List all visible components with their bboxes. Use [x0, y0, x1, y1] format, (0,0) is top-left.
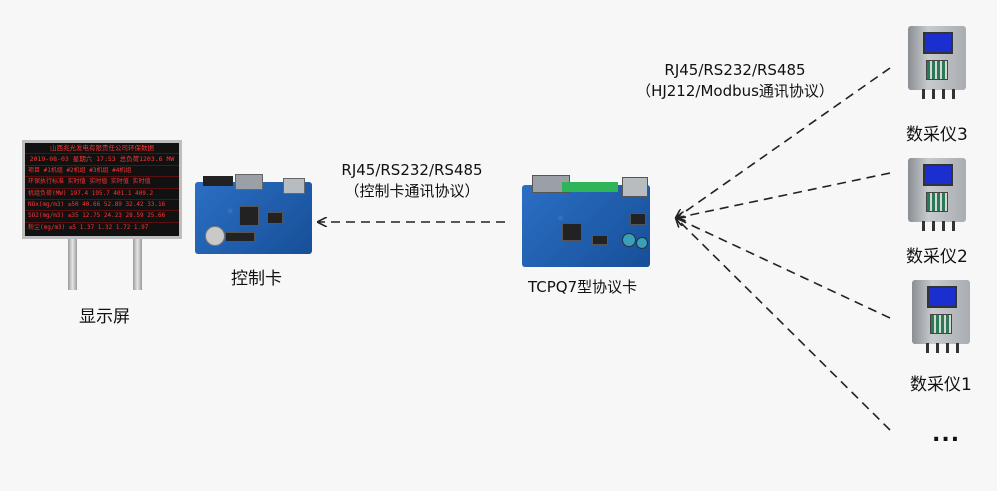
daq-cable [922, 221, 925, 231]
capacitor [622, 233, 636, 247]
daq-cable [932, 89, 935, 99]
cpu-chip [562, 223, 582, 241]
led-row: SO2(mg/m3) ≤35 12.75 24.23 28.59 25.66 [25, 211, 179, 223]
daq-screen [927, 286, 957, 308]
led-row: NOx(mg/m3) ≤50 40.66 52.89 32.42 33.16 [25, 200, 179, 212]
daq-keypad [926, 192, 948, 212]
led-subtitle: 2019-08-03 星期六 17:53 总负荷1203.6 MW [25, 154, 179, 166]
daq-cable [956, 343, 959, 353]
rj45-port [622, 177, 648, 197]
daq-protocol-line1: RJ45/RS232/RS485 [664, 61, 806, 79]
data-collector-2-image [908, 158, 966, 231]
data-collector-3-image [908, 26, 966, 99]
controller-protocol-line2: （控制卡通讯协议） [344, 182, 480, 200]
battery [205, 226, 225, 246]
controller-protocol-label: RJ45/RS232/RS485 （控制卡通讯协议） [322, 160, 502, 202]
daq-cable [952, 221, 955, 231]
serial-port [235, 174, 263, 190]
daq-protocol-line2: （HJ212/Modbus通讯协议） [636, 82, 834, 100]
led-display-screen: 山西兆光发电有限责任公司环保数据 2019-08-03 星期六 17:53 总负… [22, 140, 182, 239]
terminal-block [203, 176, 233, 186]
more-collectors-ellipsis: ... [932, 422, 961, 447]
transceiver-chip [592, 235, 608, 245]
led-header: 项目 #1机组 #2机组 #3机组 #4机组 [25, 166, 179, 178]
daq-cable [942, 89, 945, 99]
display-label: 显示屏 [79, 307, 130, 327]
daq-cable [942, 221, 945, 231]
daq-keypad [930, 314, 952, 334]
led-row: 粉尘(mg/m3) ≤5 1.37 1.32 1.72 1.97 [28, 223, 149, 231]
daq-cable [926, 343, 929, 353]
controller-card-image [195, 174, 312, 254]
daq-keypad [926, 60, 948, 80]
link-daq1-to-card [676, 218, 891, 319]
cpu-chip [239, 206, 259, 226]
daq3-label: 数采仪3 [906, 125, 968, 145]
daq-cable [936, 343, 939, 353]
daq1-label: 数采仪1 [910, 375, 972, 395]
capacitor [636, 237, 648, 249]
daq-cable [922, 89, 925, 99]
data-collector-1-image [912, 280, 970, 353]
daq-screen [923, 32, 953, 54]
link-daq2-to-card [676, 172, 891, 218]
driver-chip [225, 232, 255, 242]
daq-screen [923, 164, 953, 186]
power-jack [630, 213, 646, 225]
memory-chip [267, 212, 283, 224]
protocol-card-label: TCPQ7型协议卡 [528, 278, 638, 296]
rj45-port [283, 178, 305, 194]
display-post-left [68, 238, 77, 290]
controller-label: 控制卡 [231, 269, 282, 289]
daq-cable [952, 89, 955, 99]
controller-protocol-line1: RJ45/RS232/RS485 [341, 161, 483, 179]
terminal-block [562, 182, 618, 192]
link-more-to-card [676, 218, 891, 431]
link-daq3-to-card [676, 67, 891, 218]
led-title: 山西兆光发电有限责任公司环保数据 [25, 143, 179, 155]
led-row: 环保执行标准 实时值 实时值 实时值 实时值 [25, 177, 179, 189]
daq2-label: 数采仪2 [906, 247, 968, 267]
daq-protocol-label: RJ45/RS232/RS485 （HJ212/Modbus通讯协议） [620, 60, 850, 102]
display-post-right [133, 238, 142, 290]
daq-cable [946, 343, 949, 353]
protocol-card-image [522, 175, 650, 267]
led-row: 机组负荷(MW) 197.4 195.7 401.1 409.2 [25, 189, 179, 200]
daq-cable [932, 221, 935, 231]
